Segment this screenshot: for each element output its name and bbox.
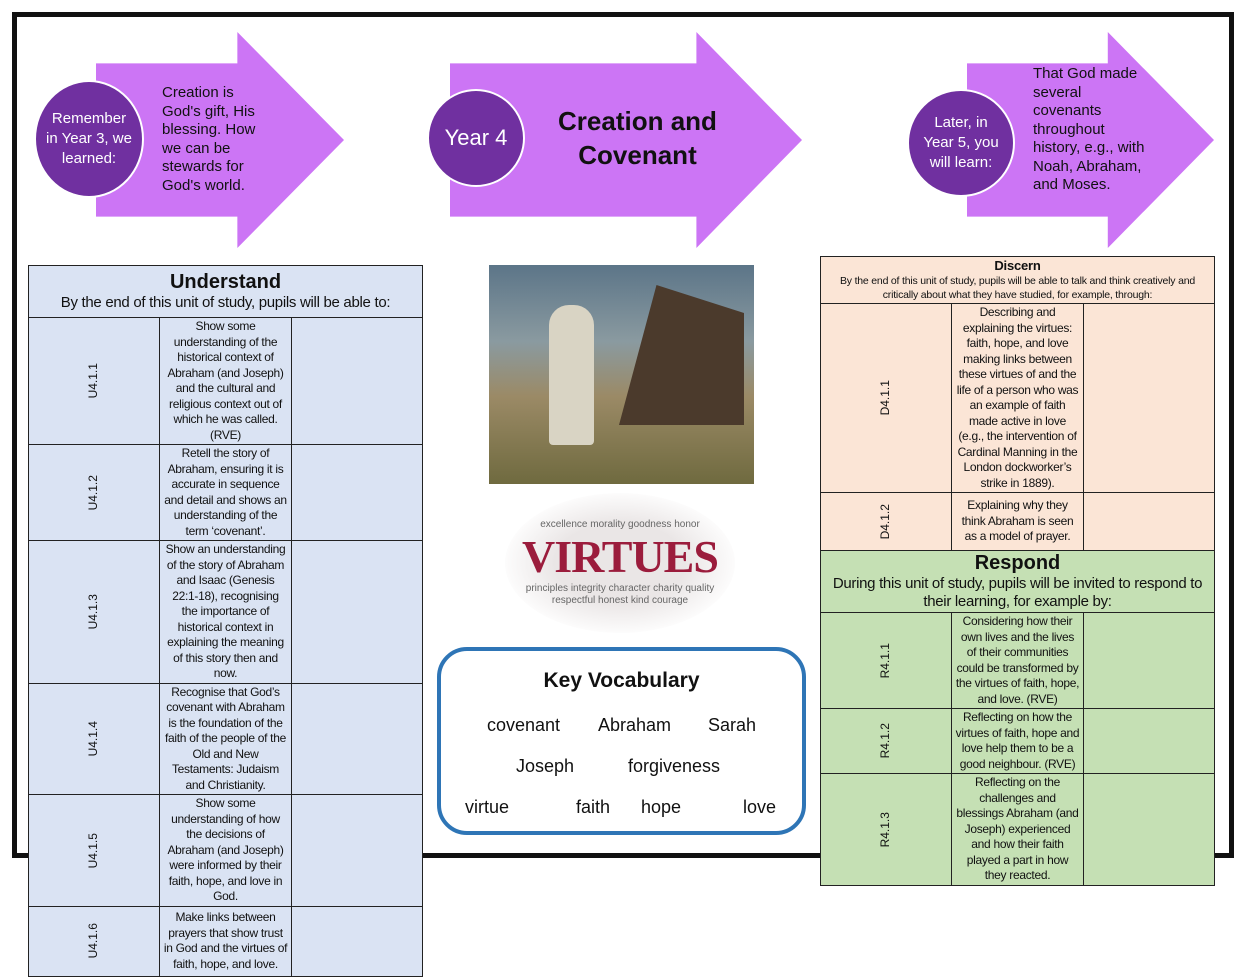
checkbox-cell <box>1082 492 1216 551</box>
understand-title: Understand <box>169 271 282 293</box>
next-learning-circle: Later, in Year 5, you will learn: <box>907 89 1015 197</box>
vocab-word: love <box>743 797 777 817</box>
vocab-title: Key Vocabulary <box>543 669 700 692</box>
checkbox-cell <box>290 317 424 445</box>
vocab-word: hope <box>641 797 682 817</box>
checkbox-cell <box>1082 708 1216 774</box>
discern-title: Discern <box>994 258 1041 273</box>
year-circle: Year 4 <box>427 89 525 187</box>
vocab-word: faith <box>576 797 611 817</box>
previous-learning-text: Creation is God's gift, His blessing. Ho… <box>162 84 256 194</box>
vocab-word: Abraham <box>598 715 672 735</box>
vocab-word: virtue <box>465 797 510 817</box>
page-border <box>12 12 1234 858</box>
discern-subtitle: By the end of this unit of study, pupils… <box>840 275 1195 301</box>
vocab-word: covenant <box>487 715 561 735</box>
tent-shape <box>619 285 744 425</box>
respond-subtitle: During this unit of study, pupils will b… <box>832 575 1203 610</box>
discern-table: Discern By the end of this unit of study,… <box>819 256 1216 551</box>
virtues-word-cloud: excellence morality goodness honor VIRTU… <box>505 493 735 633</box>
unit-title: Creation and Covenant <box>558 106 717 170</box>
respond-title: Respond <box>974 552 1061 574</box>
next-learning-text: That God made several covenants througho… <box>1033 65 1145 193</box>
virtues-word: VIRTUES <box>522 531 719 582</box>
checkbox-cell <box>290 682 424 795</box>
key-vocabulary-box: Key Vocabulary covenant Abraham Sarah Jo… <box>437 647 806 835</box>
understand-subtitle: By the end of this unit of study, pupils… <box>60 294 391 311</box>
checkbox-cell <box>1082 612 1216 709</box>
figure-shape <box>549 305 594 445</box>
vocab-word: Joseph <box>516 756 575 776</box>
vocab-word: Sarah <box>708 715 757 735</box>
previous-learning-circle: Remember in Year 3, we learned: <box>34 80 144 198</box>
checkbox-cell <box>290 905 424 977</box>
checkbox-cell <box>290 794 424 907</box>
right-column: Discern By the end of this unit of study,… <box>819 256 1216 886</box>
checkbox-cell <box>1082 773 1216 886</box>
checkbox-cell <box>290 444 424 541</box>
abraham-praying-image <box>489 265 754 484</box>
checkbox-cell <box>290 540 424 684</box>
checkbox-cell <box>1082 303 1216 493</box>
vocab-word: forgiveness <box>628 756 721 776</box>
